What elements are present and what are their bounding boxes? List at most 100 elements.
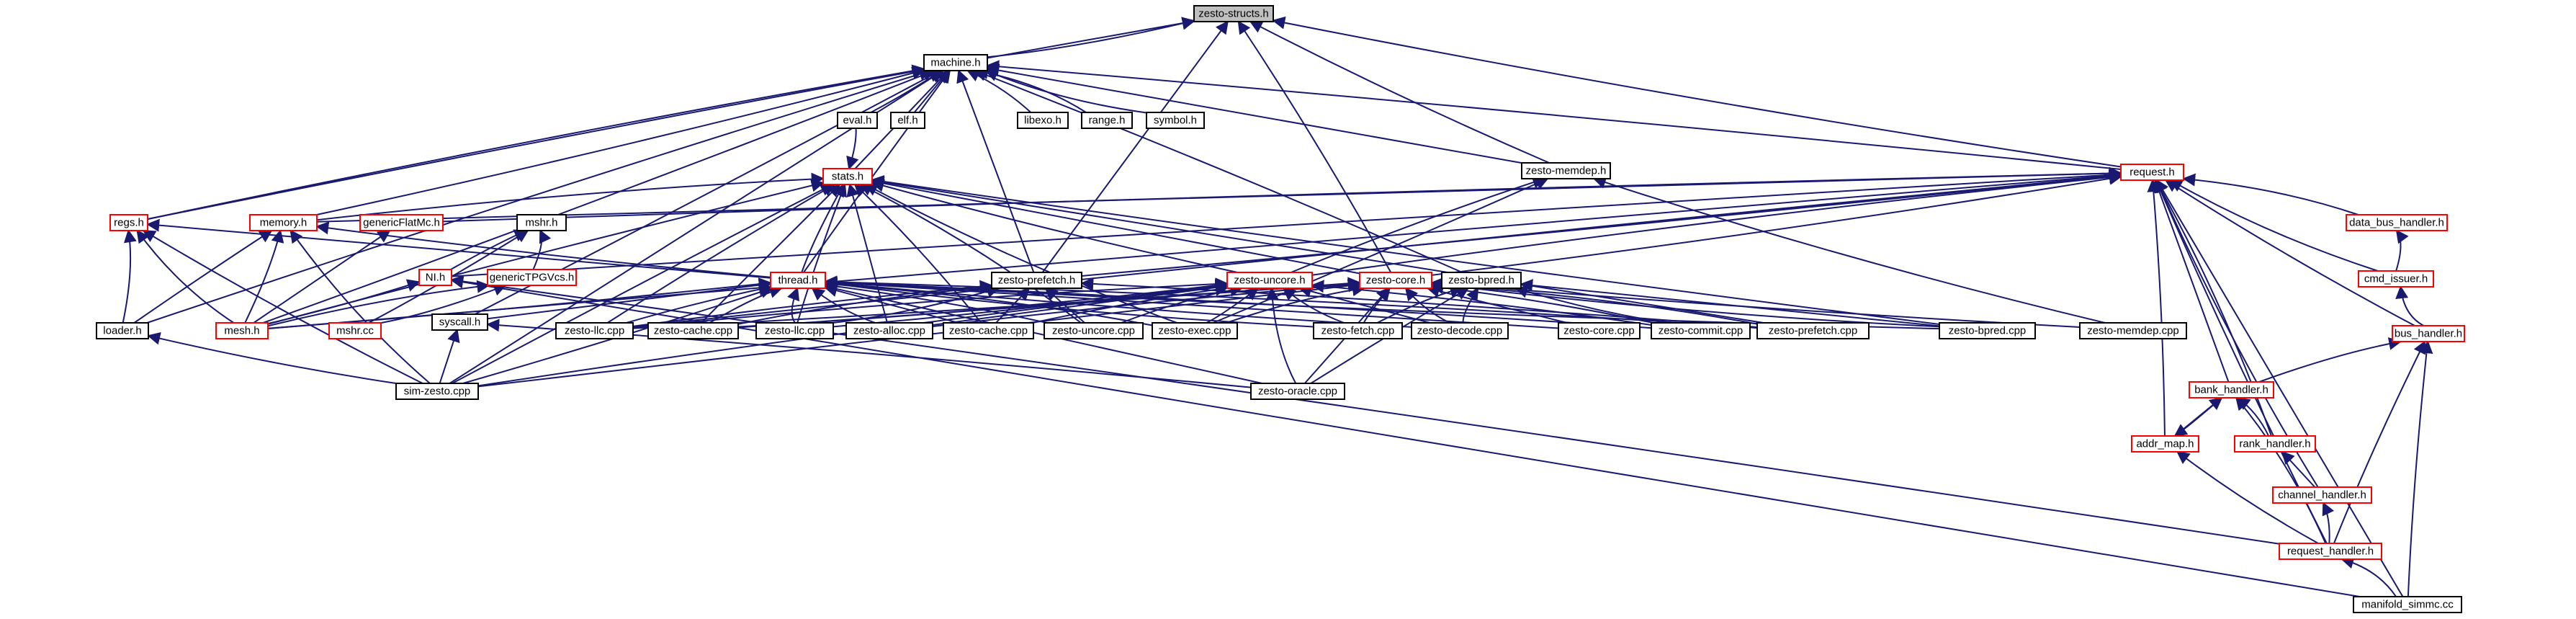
edge-zesto-cache-cpp-a-to-thread-h [709, 285, 783, 324]
node-zesto-uncore-h[interactable]: zesto-uncore.h [1226, 272, 1313, 289]
edge-eval-h-to-stats-h [846, 128, 859, 170]
node-label: eval.h [843, 115, 871, 127]
node-zesto-llc-cpp-b[interactable]: zesto-llc.cpp [755, 322, 834, 339]
node-zesto-cache-cpp-b[interactable]: zesto-cache.cpp [943, 322, 1034, 339]
node-zesto-memdep-cpp[interactable]: zesto-memdep.cpp [2079, 322, 2187, 339]
node-zesto-prefetch-cpp[interactable]: zesto-prefetch.cpp [1756, 322, 1870, 339]
node-zesto-core-h[interactable]: zesto-core.h [1359, 272, 1432, 289]
node-mshr-h[interactable]: mshr.h [516, 214, 567, 231]
node-zesto-oracle-cpp[interactable]: zesto-oracle.cpp [1250, 383, 1345, 400]
node-genericFlatMc-h[interactable]: genericFlatMc.h [359, 214, 444, 231]
node-zesto-decode-cpp[interactable]: zesto-decode.cpp [1411, 322, 1509, 339]
node-box [1226, 272, 1313, 289]
edge-zesto-decode-cpp-to-zesto-bpred-h [1462, 287, 1479, 324]
node-zesto-commit-cpp[interactable]: zesto-commit.cpp [1651, 322, 1751, 339]
node-data-bus-handler-h[interactable]: data_bus_handler.h [2346, 214, 2448, 231]
edge-request-handler-h-to-addr-map-h [2176, 450, 2319, 544]
node-label: rank_handler.h [2239, 438, 2310, 450]
edge-request-handler-h-to-NI-h [450, 275, 2280, 545]
node-zesto-bpred-cpp[interactable]: zesto-bpred.cpp [1939, 322, 2036, 339]
node-zesto-structs-h[interactable]: zesto-structs.h [1193, 5, 1274, 22]
edge-request-handler-h-to-bank-handler-h [2235, 396, 2327, 544]
node-regs-h[interactable]: regs.h [109, 214, 148, 231]
node-box [1152, 322, 1238, 339]
edge-bank-handler-h-to-addr-map-h [2173, 397, 2222, 437]
node-zesto-alloc-cpp[interactable]: zesto-alloc.cpp [845, 322, 933, 339]
edge-zesto-bpred-h-to-machine-h [973, 68, 1463, 273]
node-box [1359, 272, 1432, 289]
node-request-h[interactable]: request.h [2120, 164, 2184, 181]
node-loader-h[interactable]: loader.h [96, 322, 149, 339]
node-box [943, 322, 1034, 339]
node-label: zesto-cache.cpp [949, 325, 1028, 337]
node-sim-zesto-cpp[interactable]: sim-zesto.cpp [395, 383, 479, 400]
node-zesto-bpred-h[interactable]: zesto-bpred.h [1441, 272, 1522, 289]
node-range-h[interactable]: range.h [1081, 112, 1133, 129]
edge-mshr-cc-to-genericTPGVcs-h [380, 283, 507, 324]
node-box [1313, 322, 1403, 339]
node-box [1017, 112, 1069, 129]
node-bus-handler-h[interactable]: bus_handler.h [2392, 325, 2465, 342]
edge-bank-handler-h-to-bus-handler-h [2258, 337, 2402, 383]
node-zesto-fetch-cpp[interactable]: zesto-fetch.cpp [1313, 322, 1403, 339]
node-machine-h[interactable]: machine.h [923, 54, 988, 71]
edge-regs-h-to-machine-h [147, 64, 925, 220]
edge-manifold-simmc-cc-to-NI-h [450, 275, 2360, 597]
node-genericTPGVcs-h[interactable]: genericTPGVcs.h [487, 269, 577, 286]
node-label: mshr.h [525, 217, 557, 229]
edge-channel-handler-h-to-rank-handler-h [2281, 450, 2316, 488]
node-syscall-h[interactable]: syscall.h [431, 313, 488, 331]
node-channel-handler-h[interactable]: channel_handler.h [2272, 486, 2372, 504]
node-box [1081, 112, 1133, 129]
node-label: memory.h [260, 217, 308, 229]
node-box [755, 322, 834, 339]
node-zesto-llc-cpp-a[interactable]: zesto-llc.cpp [555, 322, 634, 339]
edge-zesto-cache-cpp-b-to-zesto-uncore-h [1032, 282, 1229, 324]
node-mesh-h[interactable]: mesh.h [215, 322, 269, 339]
node-request-handler-h[interactable]: request_handler.h [2279, 543, 2382, 560]
node-bank-handler-h[interactable]: bank_handler.h [2189, 381, 2274, 398]
node-label: bank_handler.h [2194, 384, 2268, 396]
node-label: zesto-structs.h [1198, 8, 1269, 20]
node-cmd-issuer-h[interactable]: cmd_issuer.h [2358, 270, 2434, 288]
edge-cmd-issuer-h-to-request-h [2169, 179, 2379, 272]
node-stats-h[interactable]: stats.h [822, 168, 873, 185]
edge-request-handler-h-to-bus-handler-h [2333, 340, 2425, 544]
node-addr-map-h[interactable]: addr_map.h [2131, 435, 2199, 453]
node-eval-h[interactable]: eval.h [837, 112, 878, 129]
edge-bank-handler-h-to-request-h [2153, 179, 2230, 383]
edge-zesto-uncore-h-to-request-h [1311, 171, 2122, 276]
node-zesto-prefetch-h[interactable]: zesto-prefetch.h [991, 272, 1082, 289]
node-NI-h[interactable]: NI.h [418, 269, 452, 286]
node-zesto-exec-cpp[interactable]: zesto-exec.cpp [1152, 322, 1238, 339]
node-box [1939, 322, 2036, 339]
edge-mesh-h-to-genericFlatMc-h [253, 229, 391, 324]
node-box [1044, 322, 1144, 339]
node-box [822, 168, 873, 185]
node-libexo-h[interactable]: libexo.h [1017, 112, 1069, 129]
node-label: range.h [1089, 115, 1126, 127]
file-nodes: zesto-structs.h machine.h eval.h elf.h libex… [96, 5, 2465, 613]
node-manifold-simmc-cc[interactable]: manifold_simmc.cc [2353, 596, 2462, 613]
edge-machine-h-to-zesto-structs-h [987, 17, 1195, 58]
node-zesto-core-cpp[interactable]: zesto-core.cpp [1558, 322, 1641, 339]
node-zesto-memdep-h[interactable]: zesto-memdep.h [1521, 162, 1611, 179]
node-mshr-cc[interactable]: mshr.cc [328, 322, 382, 339]
edge-loader-h-to-machine-h [146, 68, 933, 324]
node-zesto-cache-cpp-a[interactable]: zesto-cache.cpp [647, 322, 739, 339]
node-label: zesto-exec.cpp [1159, 325, 1231, 337]
node-label: regs.h [114, 217, 144, 229]
node-symbol-h[interactable]: symbol.h [1146, 112, 1205, 129]
edge-zesto-llc-cpp-a-to-thread-h [626, 282, 772, 324]
node-rank-handler-h[interactable]: rank_handler.h [2234, 435, 2316, 453]
node-memory-h[interactable]: memory.h [249, 214, 318, 231]
node-box [1521, 162, 1611, 179]
node-box [2120, 164, 2184, 181]
node-box [770, 272, 826, 289]
edge-rank-handler-h-to-request-h [2155, 179, 2272, 437]
node-label: zesto-core.h [1366, 275, 1426, 287]
node-elf-h[interactable]: elf.h [890, 112, 925, 129]
node-thread-h[interactable]: thread.h [770, 272, 826, 289]
node-label: zesto-llc.cpp [565, 325, 624, 337]
node-zesto-uncore-cpp[interactable]: zesto-uncore.cpp [1044, 322, 1144, 339]
